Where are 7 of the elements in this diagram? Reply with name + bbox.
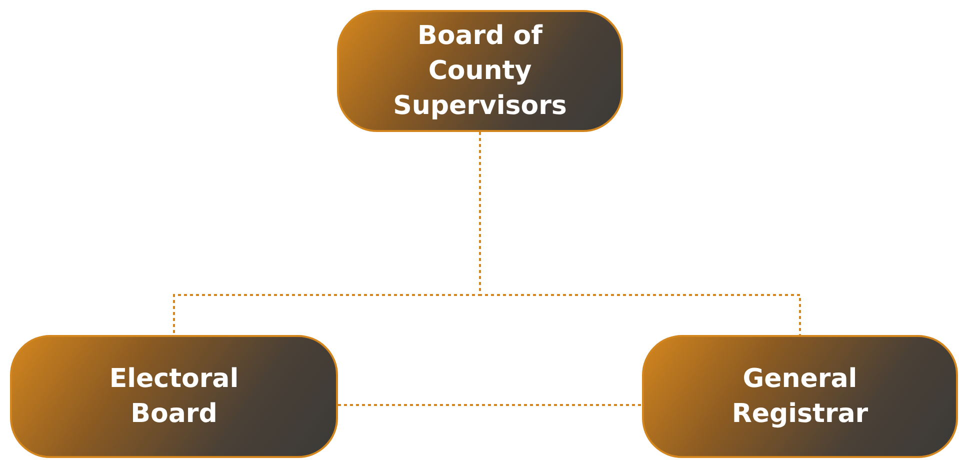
- connector-line: [338, 404, 642, 406]
- box-label: General Registrar: [730, 362, 870, 430]
- rounded-box: [10, 335, 338, 458]
- box-label: Board of County Supervisors: [392, 20, 568, 122]
- rounded-box: [337, 10, 623, 132]
- box-label: Electoral Board: [108, 362, 240, 430]
- rounded-box: [642, 335, 958, 458]
